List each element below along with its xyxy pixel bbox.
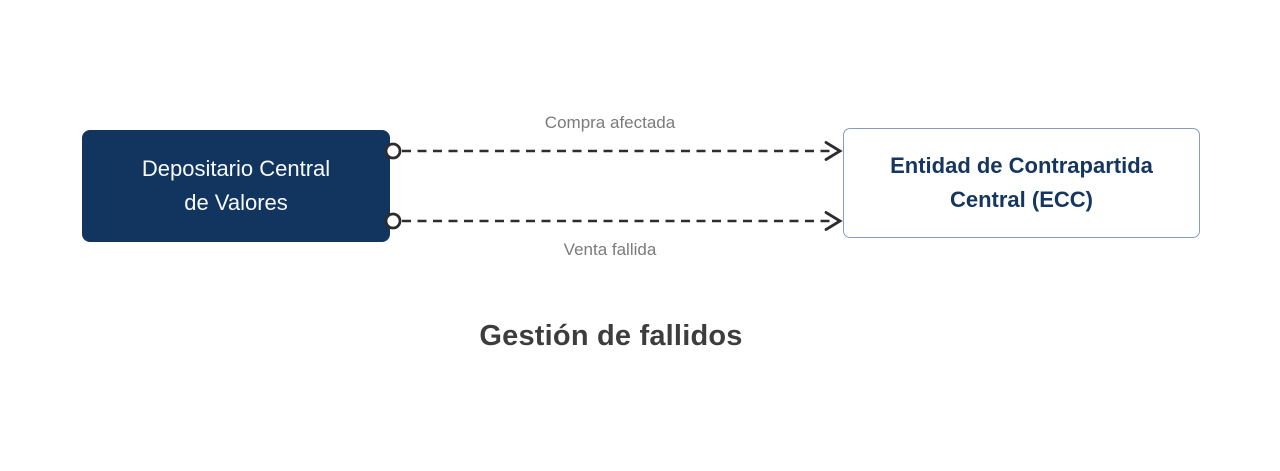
arrowhead-icon [824,141,843,161]
node-entidad-contrapartida-central: Entidad de Contrapartida Central (ECC) [843,128,1200,238]
arrowhead-icon [824,211,843,231]
edge-label-compra-afectada: Compra afectada [544,113,676,132]
edge-venta-fallida [384,211,843,231]
diagram-title: Gestión de fallidos [479,320,743,352]
edge-compra-afectada [384,141,843,161]
node-label-line: Depositario Central [141,156,331,181]
edge-label-venta-fallida: Venta fallida [563,240,657,259]
node-depositario-central-valores: Depositario Central de Valores [82,130,390,242]
node-label-line: Central (ECC) [949,187,1093,212]
node-label-line: Entidad de Contrapartida [890,153,1153,178]
node-label-line: de Valores [184,190,288,215]
